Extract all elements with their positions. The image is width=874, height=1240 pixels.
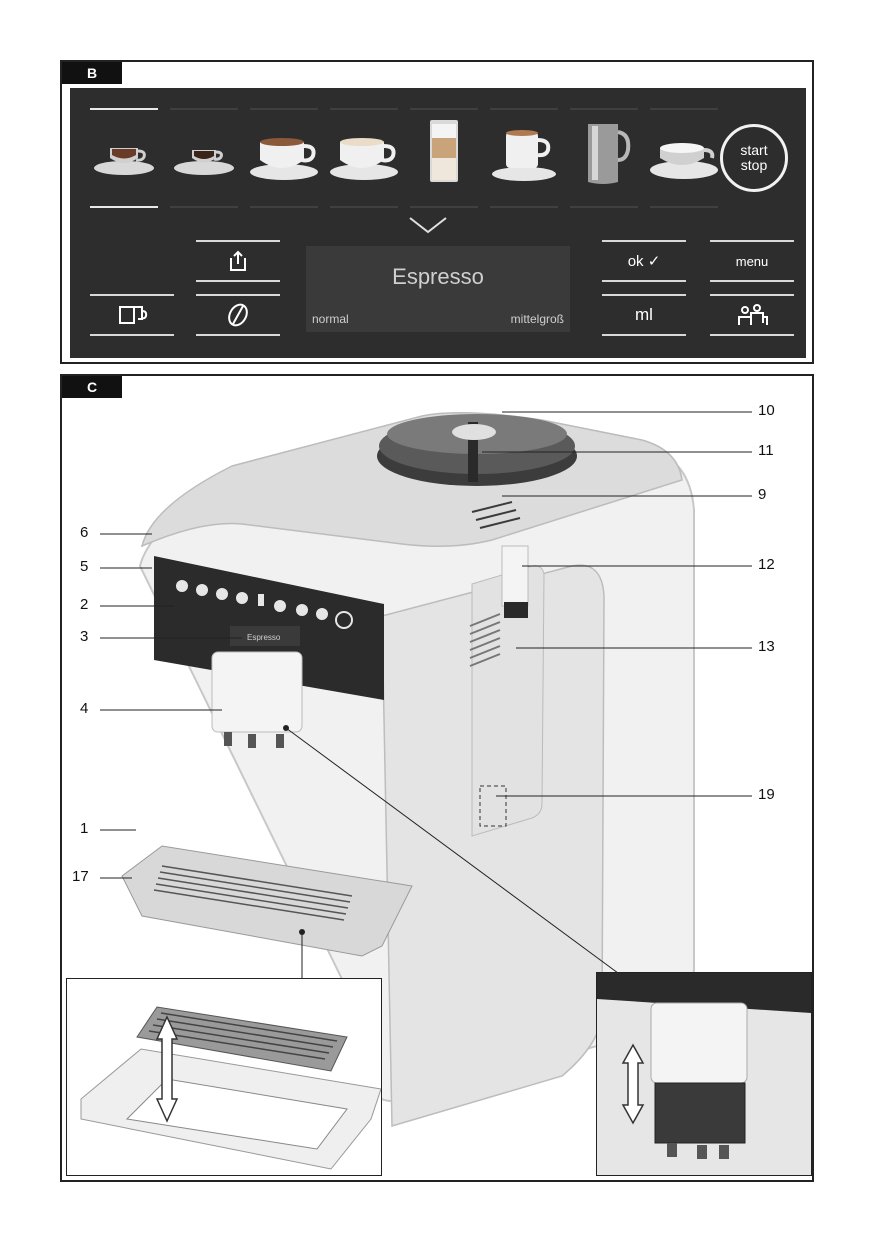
callout-9: 9 (758, 486, 767, 503)
ml-button[interactable]: ml (602, 294, 686, 336)
drip-tray-inset (66, 978, 382, 1176)
back-arrow-icon (230, 250, 246, 271)
menu-button[interactable]: menu (710, 240, 794, 282)
cappuccino-button[interactable] (326, 108, 402, 208)
ok-button[interactable]: ok ✓ (602, 240, 686, 282)
machine-illustration: Espresso (100, 411, 752, 1127)
milk-jug-button[interactable] (566, 108, 642, 208)
chevron-down-icon[interactable] (408, 216, 448, 236)
latte-macchiato-button[interactable] (406, 108, 482, 208)
latte-glass-icon (430, 120, 458, 182)
callout-2: 2 (80, 596, 89, 613)
text-display: Espresso normal mittelgroß (306, 246, 570, 332)
cappuccino-cup-icon (330, 138, 398, 180)
drip-tray-detail (80, 1006, 381, 1170)
callout-10: 10 (758, 402, 775, 419)
menu-label: menu (735, 253, 769, 269)
machine-display-text: Espresso (247, 633, 281, 642)
milk-froth-cup-icon (650, 143, 718, 179)
ristretto-cup-icon (174, 150, 234, 175)
callout-17: 17 (72, 868, 89, 885)
bean-strength-button[interactable] (196, 294, 280, 336)
callout-13: 13 (758, 638, 775, 655)
double-cup-button[interactable] (90, 294, 174, 336)
milk-coffee-cup-icon (492, 130, 556, 181)
coffee-button[interactable] (246, 108, 322, 208)
spout-detail (597, 973, 811, 1175)
callout-3: 3 (80, 628, 89, 645)
callout-11: 11 (758, 442, 774, 459)
coffee-cup-icon (250, 138, 318, 180)
profiles-button[interactable] (710, 294, 794, 336)
profiles-people-icon (738, 304, 768, 325)
start-label: start (740, 142, 768, 158)
callout-6: 6 (80, 524, 89, 541)
spout-inset (596, 972, 812, 1176)
callout-12: 12 (758, 556, 775, 573)
callout-19: 19 (758, 786, 775, 803)
callout-4: 4 (80, 700, 89, 717)
display-strength: normal (312, 312, 349, 326)
milk-jug-icon (588, 124, 631, 184)
stop-label: stop (740, 157, 768, 173)
panel-c-tag: C (62, 376, 122, 398)
ml-label: ml (635, 305, 653, 324)
callout-5: 5 (80, 558, 89, 575)
panel-c: C Espresso (60, 374, 814, 1182)
ok-label: ok ✓ (627, 253, 661, 270)
ristretto-button[interactable] (166, 108, 242, 208)
callout-1: 1 (80, 820, 89, 837)
start-stop-button[interactable]: start stop (720, 124, 788, 192)
milk-froth-button[interactable] (646, 108, 722, 208)
coffee-bean-icon (228, 303, 248, 327)
espresso-cup-icon (94, 148, 154, 175)
display-size: mittelgroß (510, 312, 564, 326)
display-beverage: Espresso (392, 264, 484, 289)
milk-coffee-button[interactable] (486, 108, 562, 208)
control-panel: start stop Es (70, 88, 806, 358)
espresso-button[interactable] (86, 108, 162, 208)
panel-b: B (60, 60, 814, 364)
double-cup-icon (119, 306, 148, 324)
back-button[interactable] (196, 240, 280, 282)
panel-b-tag: B (62, 62, 122, 84)
